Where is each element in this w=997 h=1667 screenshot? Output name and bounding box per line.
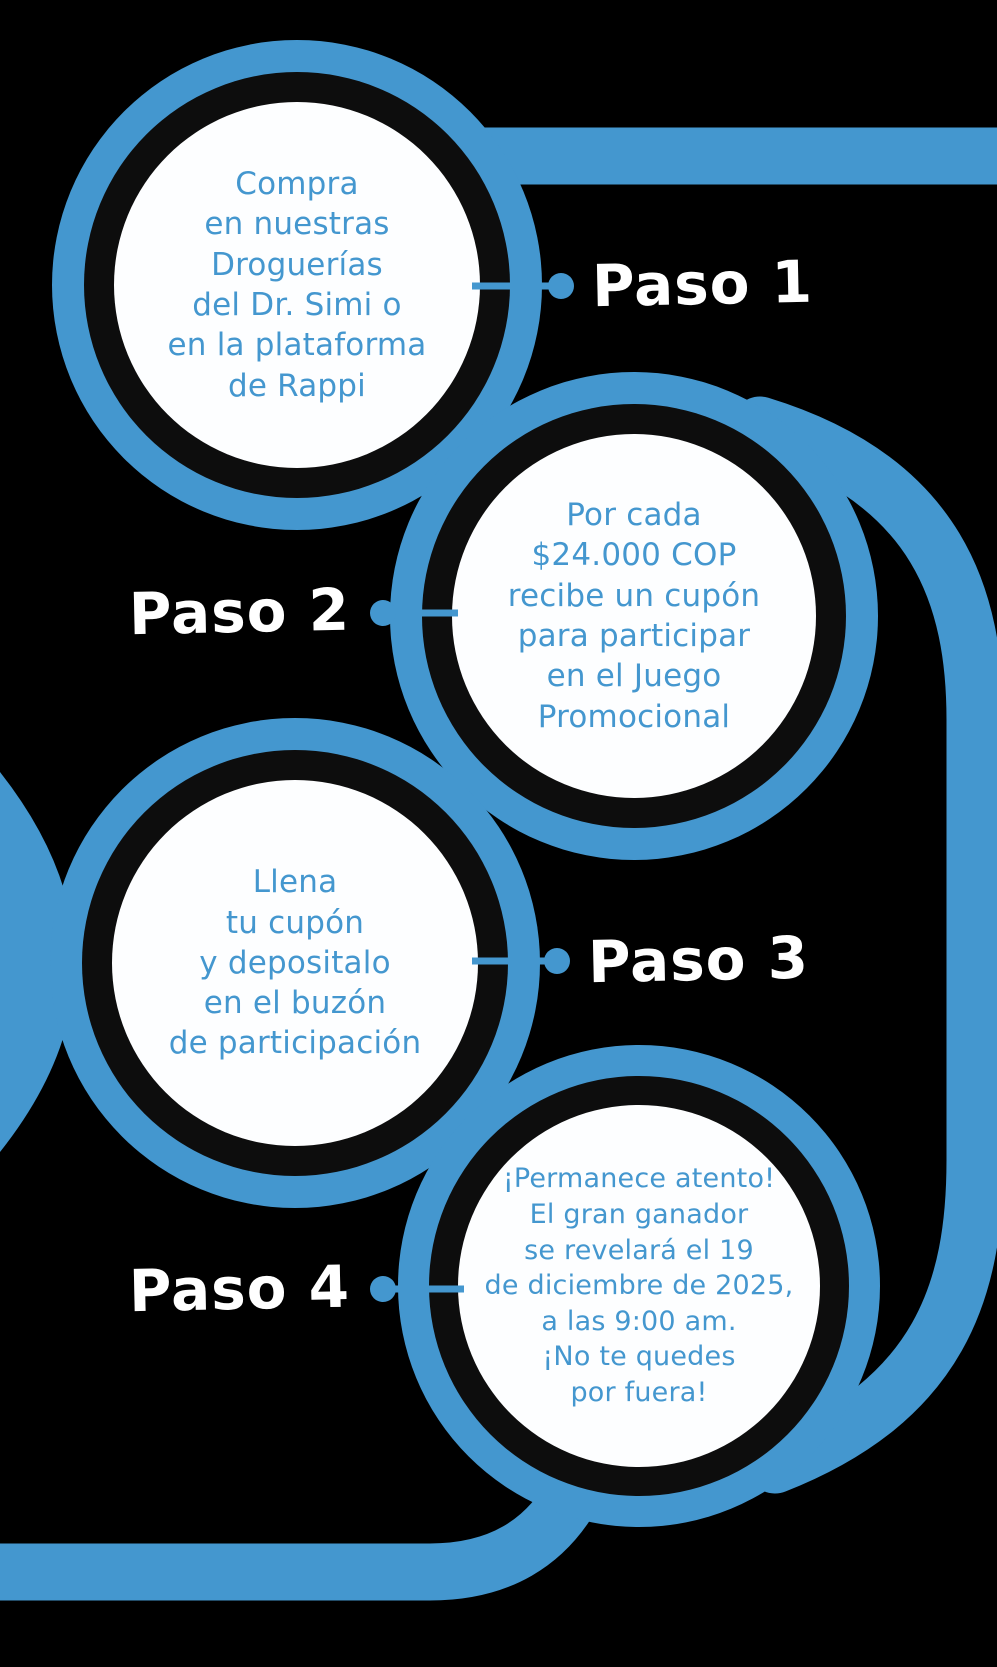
step-3-white-circle bbox=[112, 780, 478, 1146]
label-pointer-dots bbox=[370, 273, 574, 1302]
step-2-white-circle bbox=[452, 434, 816, 798]
step-2-label: Paso 2 bbox=[128, 575, 351, 649]
step-2-circle-text: Por cada $24.000 COP recibe un cupón par… bbox=[507, 497, 761, 735]
step-1-pointer-dot bbox=[548, 273, 574, 299]
connector-right-edge bbox=[731, 396, 997, 1494]
step-4-label: Paso 4 bbox=[128, 1252, 351, 1326]
step-1-label: Paso 1 bbox=[591, 247, 814, 321]
step-4-pointer-dot bbox=[370, 1276, 396, 1302]
step-2-pointer-dot bbox=[370, 600, 396, 626]
step-4-circle-text: ¡Permanece atento! El gran ganador se re… bbox=[484, 1163, 794, 1409]
connector-left-edge bbox=[0, 772, 75, 1152]
step-3-circle-text: Llena tu cupón y depositalo en el buzón … bbox=[168, 864, 422, 1062]
step-3-label: Paso 3 bbox=[587, 923, 810, 997]
step-white-circles bbox=[112, 102, 820, 1467]
label-pointer-lines bbox=[383, 282, 561, 1293]
step-1-circle-text: Compra en nuestras Droguerías del Dr. Si… bbox=[167, 166, 427, 404]
connector-bottom-left bbox=[0, 1459, 605, 1601]
step-4-white-circle bbox=[458, 1105, 820, 1467]
step-1-white-circle bbox=[114, 102, 480, 468]
step-3-pointer-dot bbox=[544, 948, 570, 974]
